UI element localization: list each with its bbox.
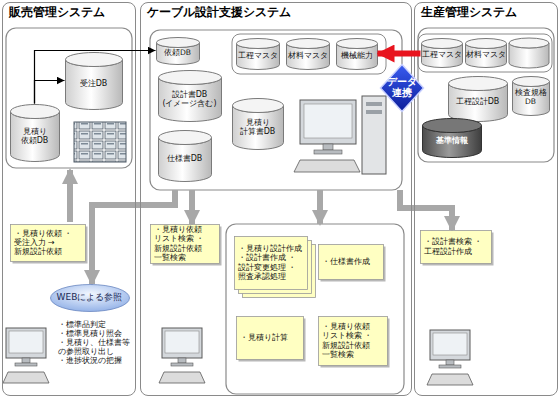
workstation xyxy=(294,96,386,174)
note-sheet xyxy=(150,224,219,263)
cylinder-top xyxy=(158,130,211,144)
node-label: 基準情報 xyxy=(422,118,482,158)
cylinder-top xyxy=(421,38,462,48)
database-cylinder: 基準情報 xyxy=(422,118,482,158)
node-label: 機械能力 xyxy=(336,38,378,70)
note-sheet xyxy=(318,316,387,365)
node-label: ・設計書検索 ・工程設計作成 xyxy=(420,230,492,264)
note-sheet xyxy=(10,224,85,261)
function-note: ・見積り依頼 ・受注入力 →新規設計依頼 xyxy=(10,224,86,262)
node-label: 材料マスタ xyxy=(465,38,507,68)
database-cylinder: 設計書DB (イメージ含む) xyxy=(158,70,222,122)
diamond-shape xyxy=(381,65,424,112)
node-label: ・見積り計算 xyxy=(236,316,304,360)
feature-bullet: ・標準見積り照会 xyxy=(58,329,138,338)
cylinder-top xyxy=(236,38,279,48)
note-sheet xyxy=(234,236,307,289)
database-cylinder: 受注DB xyxy=(65,52,123,110)
node-label: ・仕様書作成 xyxy=(318,244,384,280)
node-label: 依頼DB xyxy=(156,37,200,65)
system-title: 生産管理システム xyxy=(421,6,517,20)
database-cylinder: 仕様書DB xyxy=(158,130,212,182)
feature-bullet: ・標準品判定 xyxy=(58,320,138,329)
cylinder-top xyxy=(512,76,549,86)
cylinder-top xyxy=(232,98,283,112)
node-label: 設計書DB (イメージ含む) xyxy=(158,70,222,122)
master-cylinder: 材料マスタ xyxy=(465,38,507,68)
node-label: 検査規格 DB xyxy=(512,76,550,116)
node-label: 見積り 計算書DB xyxy=(232,98,284,150)
cylinder-top xyxy=(448,76,507,90)
data-flow-arrow xyxy=(378,51,421,57)
terminal xyxy=(3,328,49,383)
node-label: データ 連携 xyxy=(380,64,424,112)
work-frame xyxy=(226,224,404,394)
master-cylinder: 材料マスタ xyxy=(286,38,330,70)
cylinder-top xyxy=(158,70,221,84)
master-group xyxy=(232,34,386,74)
system-frame xyxy=(150,30,402,190)
database-cylinder: 検査規格 DB xyxy=(512,76,550,116)
web-ellipse: WEBによる参照 xyxy=(50,284,130,312)
node-label: 工程マスタ xyxy=(421,38,463,68)
master-cylinder: 工程マスタ xyxy=(421,38,463,68)
note-sheet xyxy=(318,244,383,279)
function-note: ・見積り設計作成 ・設計書作成 ・設計変更処理 ・照査承認処理 xyxy=(234,236,308,290)
node-label: 工程設計DB xyxy=(448,76,508,122)
function-note: ・見積り依頼 リスト検索 ・新規設計依頼 一覧検索 xyxy=(150,224,220,264)
feature-bullet: ・見積り、仕様書等 の参照取り出し xyxy=(58,338,138,356)
node-label: 仕様書DB xyxy=(158,130,212,182)
note-sheet xyxy=(236,316,303,359)
cylinder-top xyxy=(465,38,506,48)
database-cylinder: 依頼DB xyxy=(156,37,200,65)
function-note: ・設計書検索 ・工程設計作成 xyxy=(420,230,492,264)
ellipse-shape xyxy=(50,284,129,311)
system-frame xyxy=(6,28,132,168)
database-cylinder: 工程設計DB xyxy=(448,76,508,122)
cylinder-top xyxy=(10,104,59,118)
function-note: ・仕様書作成 xyxy=(318,244,384,280)
cylinder-top xyxy=(156,37,199,47)
server-rack xyxy=(74,122,126,162)
system-panel: ケーブル設計支援システム依頼DB 工程マスタ材料マスタ機械能力設計書DB (イメー… xyxy=(140,2,412,396)
node-label: ・見積り依頼 ・受注入力 →新規設計依頼 xyxy=(10,224,86,262)
function-note: ・見積り依頼 リスト検索 ・新規設計依頼 一覧検索 xyxy=(318,316,388,366)
note-sheet xyxy=(420,230,491,263)
data-link-diamond: データ 連携 xyxy=(380,64,424,112)
master-cylinder: 工程マスタ xyxy=(236,38,280,70)
node-label: ・見積り依頼 リスト検索 ・新規設計依頼 一覧検索 xyxy=(150,224,220,264)
data-flow-arrow xyxy=(35,51,156,104)
system-title: 販売管理システム xyxy=(9,6,105,20)
master-group xyxy=(418,34,552,72)
node-label: 見積り 依頼DB xyxy=(10,104,60,162)
system-panel: 生産管理システム工程マスタ材料マスタ工程設計DB検査規格 DB 基準情報・設計書検… xyxy=(414,2,558,396)
terminal xyxy=(159,328,205,383)
node-label: 工程マスタ xyxy=(236,38,280,70)
database-cylinder: 見積り 依頼DB xyxy=(10,104,60,162)
system-frame xyxy=(418,28,554,162)
cylinder-top xyxy=(422,118,481,132)
data-flow-arrow xyxy=(35,81,65,104)
master-cylinder: 機械能力 xyxy=(336,38,378,70)
database-cylinder: 見積り 計算書DB xyxy=(232,98,284,150)
node-label: ・見積り設計作成 ・設計書作成 ・設計変更処理 ・照査承認処理 xyxy=(234,236,308,290)
node-label: WEBによる参照 xyxy=(50,284,130,312)
node-label: ・見積り依頼 リスト検索 ・新規設計依頼 一覧検索 xyxy=(318,316,388,366)
bullet-list: ・標準品判定・標準見積り照会・見積り、仕様書等 の参照取り出し・進捗状況の把握 xyxy=(58,320,138,365)
cylinder-top xyxy=(336,38,377,48)
node-label: 材料マスタ xyxy=(286,38,330,70)
terminal xyxy=(427,330,473,385)
cylinder-top xyxy=(286,38,329,48)
node-label: 受注DB xyxy=(65,52,123,110)
database-cylinder xyxy=(509,38,549,48)
feature-bullet: ・進捗状況の把握 xyxy=(58,356,138,365)
function-note: ・見積り計算 xyxy=(236,316,304,360)
cylinder-top xyxy=(65,52,122,66)
system-title: ケーブル設計支援システム xyxy=(147,6,291,20)
